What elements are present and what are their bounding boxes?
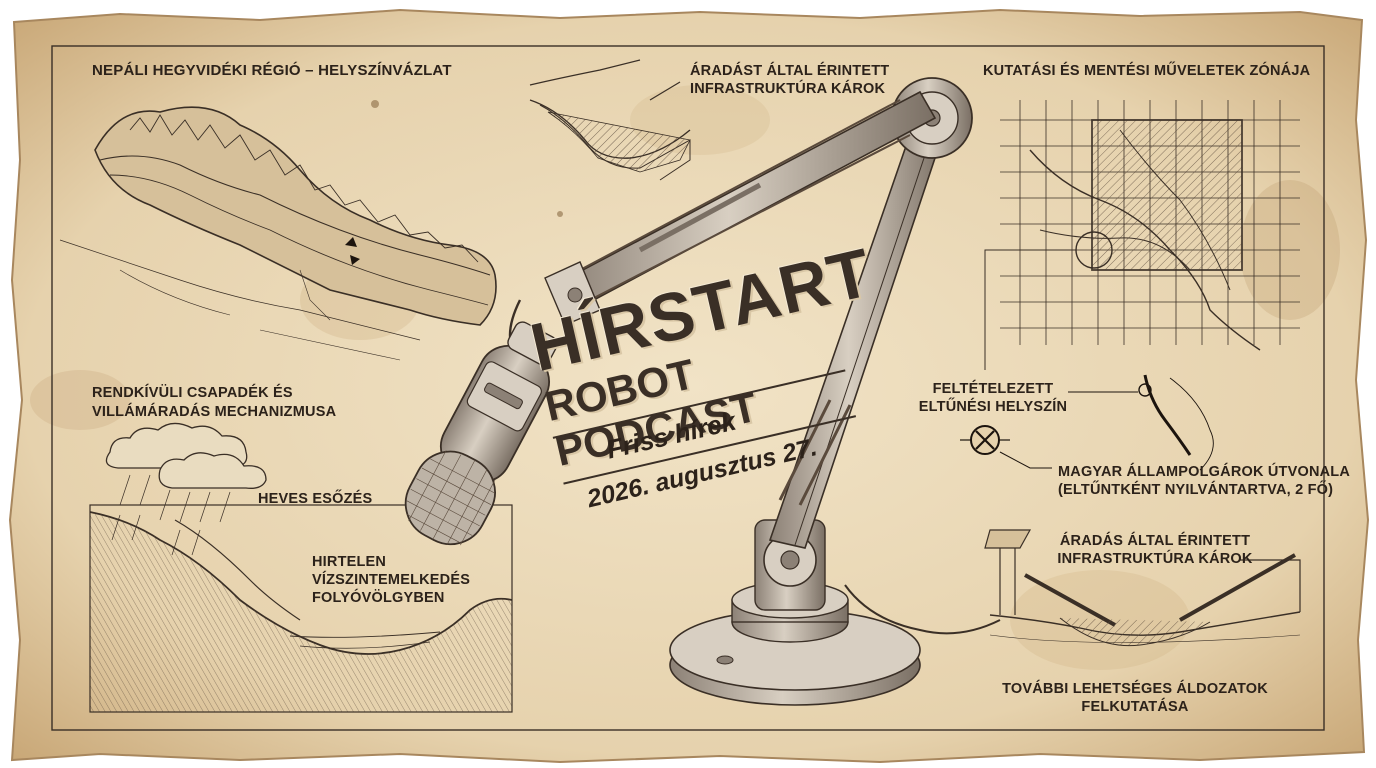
search-zone-grid — [984, 100, 1300, 370]
flood-infrastructure-sketch-top — [529, 59, 691, 181]
cross-circle-icon — [960, 391, 1138, 469]
boom-arm-icon — [508, 77, 1001, 706]
route-label-line2: (ELTŰNTKÉNT NYILVÁNTARTVA, 2 FŐ) — [1058, 482, 1334, 498]
flood-bottom-label-line1: ÁRADÁS ÁLTAL ÉRINTETT — [1059, 533, 1251, 549]
flood-infrastructure-sketch-bottom — [984, 529, 1301, 647]
mechanism-label-line2: VILLÁMÁRADÁS MECHANIZMUSA — [92, 404, 337, 420]
flood-top-label-line2: INFRASTRUKTÚRA KÁROK — [690, 81, 886, 97]
microphone-icon — [404, 321, 558, 546]
rise-label-line3: FOLYÓVÖLGYBEN — [312, 590, 445, 606]
nepal-map-icon — [59, 106, 497, 361]
mechanism-label-line1: RENDKÍVÜLI CSAPADÉK ÉS — [92, 385, 293, 401]
victims-label-line1: TOVÁBBI LEHETSÉGES ÁLDOZATOK — [1002, 681, 1268, 697]
flood-top-label-line1: ÁRADÁST ÁLTAL ÉRINTETT — [690, 63, 890, 79]
rise-label-line2: VÍZSZINTEMELKEDÉS — [312, 572, 471, 588]
map-region-label: NEPÁLI HEGYVIDÉKI RÉGIÓ – HELYSZÍNVÁZLAT — [92, 62, 452, 79]
route-sketch — [1138, 374, 1214, 471]
victims-label-line2: FELKUTATÁSA — [1081, 699, 1189, 715]
rise-label-line1: HIRTELEN — [312, 554, 387, 570]
flood-bottom-label-line2: INFRASTRUKTÚRA KÁROK — [1057, 551, 1253, 567]
route-label-line1: MAGYAR ÁLLAMPOLGÁROK ÚTVONALA — [1058, 464, 1351, 480]
rain-valley-sketch — [89, 422, 513, 713]
missing-location-label-line1: FELTÉTELEZETT — [932, 381, 1054, 397]
search-zone-label: KUTATÁSI ÉS MENTÉSI MŰVELETEK ZÓNÁJA — [983, 63, 1311, 79]
heavy-rain-label: HEVES ESŐZÉS — [258, 491, 373, 507]
missing-location-label-line2: ELTŰNÉSI HELYSZÍN — [918, 399, 1068, 415]
